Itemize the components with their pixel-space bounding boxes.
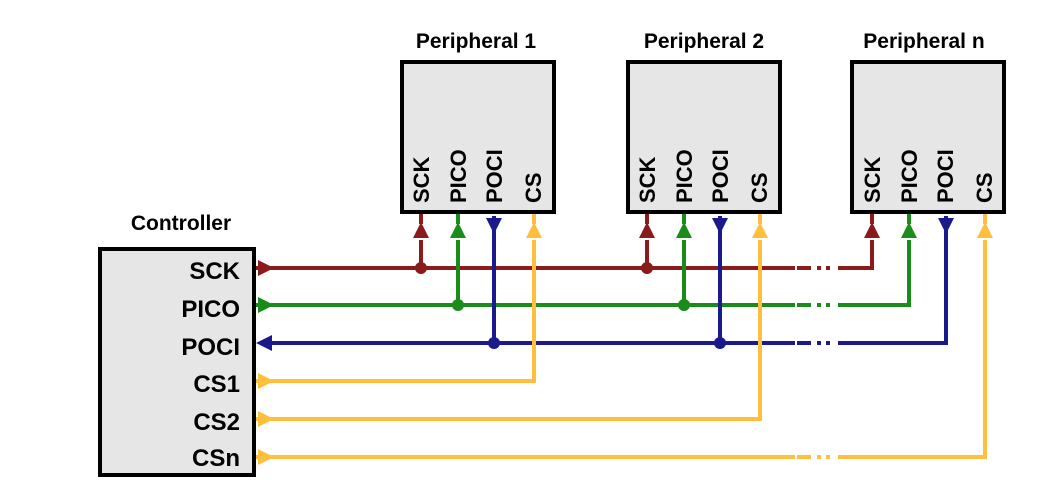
pico-arrow-peripheral-3 [901, 222, 917, 238]
controller-pin-poci: POCI [181, 334, 240, 361]
peripheral-2-box [626, 60, 782, 214]
peripheral-1-pin-pico: PICO [446, 149, 471, 203]
controller-title: Controller [131, 212, 231, 235]
poci-bus-gap-dot2 [826, 341, 830, 345]
pico-arrow-peripheral-2 [676, 222, 692, 238]
poci-arrow-peripheral-3 [938, 218, 954, 234]
peripheral-1-box [400, 60, 556, 214]
sck-arrow-peripheral-2 [639, 222, 655, 238]
sck-arrow-controller [258, 260, 274, 276]
poci-arrow-peripheral-2 [712, 218, 728, 234]
pico-bus-gap-dot1 [817, 303, 821, 307]
controller-box [98, 247, 256, 477]
peripheral-n: Peripheral n SCK PICO POCI CS [850, 30, 1006, 214]
controller-pin-cs1: CS1 [193, 371, 240, 398]
peripheral-n-pin-cs: CS [972, 172, 997, 203]
csn-line-end [838, 240, 987, 459]
controller-pin-pico: PICO [181, 296, 240, 323]
peripheral-1: Peripheral 1 SCK PICO POCI CS [400, 30, 556, 214]
cs1-line [256, 240, 536, 383]
poci-junction-2 [714, 337, 726, 349]
pico-bus-line-end [838, 240, 911, 307]
peripheral-2-title: Peripheral 2 [644, 30, 764, 53]
poci-bus-line-end [838, 216, 948, 345]
bus-wires [256, 212, 993, 465]
peripheral-n-title: Peripheral n [863, 30, 984, 53]
peripheral-1-pin-sck: SCK [409, 156, 434, 203]
pico-junction-1 [452, 299, 464, 311]
peripheral-n-pin-sck: SCK [860, 156, 885, 203]
csn-gap-dot1 [817, 455, 821, 459]
peripheral-2-pin-cs: CS [747, 172, 772, 203]
poci-arrow-peripheral-1 [486, 218, 502, 234]
cs1-arrow-controller [258, 373, 274, 389]
sck-junction-1 [415, 262, 427, 274]
peripheral-1-title: Peripheral 1 [416, 30, 537, 53]
cs-arrow-peripheral-n [977, 222, 993, 238]
pico-junction-2 [678, 299, 690, 311]
peripheral-2-pin-sck: SCK [635, 156, 660, 203]
controller-pin-sck: SCK [189, 258, 240, 285]
csn-arrow-controller [258, 449, 274, 465]
pico-bus-gap-dot2 [826, 303, 830, 307]
cs2-arrow-controller [258, 411, 274, 427]
controller-pin-cs2: CS2 [193, 409, 240, 436]
peripheral-2-pin-poci: POCI [708, 149, 733, 203]
sck-junction-2 [641, 262, 653, 274]
sck-bus-gap-dot1 [817, 266, 821, 270]
peripheral-n-box [850, 60, 1006, 214]
peripheral-n-pin-poci: POCI [933, 149, 958, 203]
controller: Controller SCK PICO POCI CS1 CS2 CSn [98, 212, 256, 477]
poci-junction-1 [488, 337, 500, 349]
sck-arrow-peripheral-1 [413, 222, 429, 238]
poci-bus-gap-dot1 [817, 341, 821, 345]
sck-arrow-peripheral-3 [864, 222, 880, 238]
cs2-line [256, 240, 762, 421]
cs-arrow-peripheral-2 [752, 222, 768, 238]
peripheral-n-pin-pico: PICO [897, 149, 922, 203]
peripheral-2: Peripheral 2 SCK PICO POCI CS [626, 30, 782, 214]
pico-arrow-controller [258, 297, 274, 313]
poci-arrow-controller [256, 335, 272, 351]
peripheral-1-pin-cs: CS [521, 172, 546, 203]
sck-bus-line-end [838, 240, 874, 270]
cs-arrow-peripheral-1 [526, 222, 542, 238]
peripheral-2-pin-pico: PICO [672, 149, 697, 203]
pico-arrow-peripheral-1 [450, 222, 466, 238]
peripheral-1-pin-poci: POCI [482, 149, 507, 203]
controller-pin-csn: CSn [192, 445, 240, 472]
sck-bus-gap-dot2 [826, 266, 830, 270]
csn-gap-dot2 [826, 455, 830, 459]
